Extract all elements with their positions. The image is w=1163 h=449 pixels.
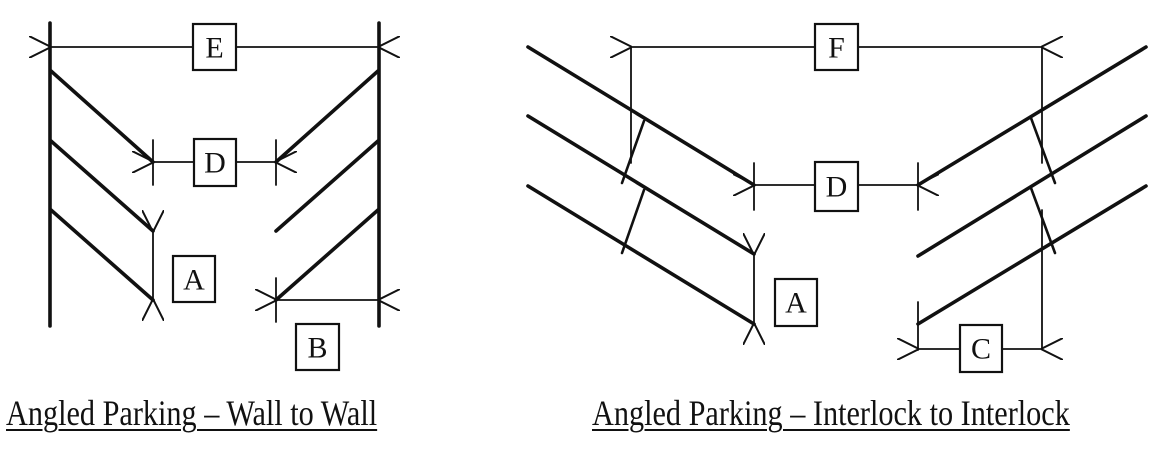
stall-stripe — [916, 114, 1148, 258]
caption-interlock-to-interlock: Angled Parking – Interlock to Interlock — [592, 393, 1070, 433]
caption-wall-to-wall: Angled Parking – Wall to Wall — [6, 393, 378, 433]
label-box-a — [773, 277, 819, 328]
label-box-e — [191, 22, 238, 72]
interlock-tick — [1029, 116, 1057, 185]
dimension-d-interlock: D — [754, 160, 918, 213]
stall-stripe — [49, 69, 155, 164]
stall-stripe — [526, 114, 756, 256]
label-c: C — [971, 333, 991, 366]
stall-stripe — [526, 45, 756, 187]
stall-stripe — [916, 45, 1148, 187]
label-e: E — [205, 32, 223, 65]
label-box-f — [813, 22, 860, 72]
label-box-b — [294, 322, 341, 372]
stall-stripe — [526, 184, 756, 326]
wall-to-wall-diagram: E D A B — [49, 21, 380, 372]
interlock-tick — [620, 188, 646, 255]
stall-stripe — [274, 139, 380, 233]
label-box-a — [171, 254, 217, 304]
stall-stripe — [49, 208, 155, 302]
dimension-a: A — [153, 232, 217, 304]
label-d: D — [826, 171, 848, 204]
dimension-d: D — [153, 137, 276, 188]
interlock-tick — [1029, 186, 1057, 255]
stall-stripe — [49, 139, 155, 233]
stall-stripe — [916, 184, 1148, 326]
label-a: A — [785, 287, 807, 320]
interlock-tick — [620, 119, 646, 185]
stall-stripe — [274, 208, 380, 302]
label-box-d — [192, 137, 238, 188]
label-b: B — [307, 332, 327, 365]
dimension-b: B — [276, 277, 378, 372]
interlock-to-interlock-diagram: F D A C — [526, 22, 1148, 374]
dimension-e: E — [51, 22, 378, 72]
label-f: F — [828, 32, 845, 65]
dimension-f: F — [631, 22, 1042, 164]
label-d: D — [204, 147, 226, 180]
dimension-c: C — [918, 209, 1042, 374]
dimension-a-interlock: A — [754, 255, 819, 328]
stall-stripe — [274, 69, 380, 164]
label-a: A — [183, 264, 205, 297]
label-box-d — [813, 160, 860, 213]
label-box-c — [958, 323, 1004, 374]
